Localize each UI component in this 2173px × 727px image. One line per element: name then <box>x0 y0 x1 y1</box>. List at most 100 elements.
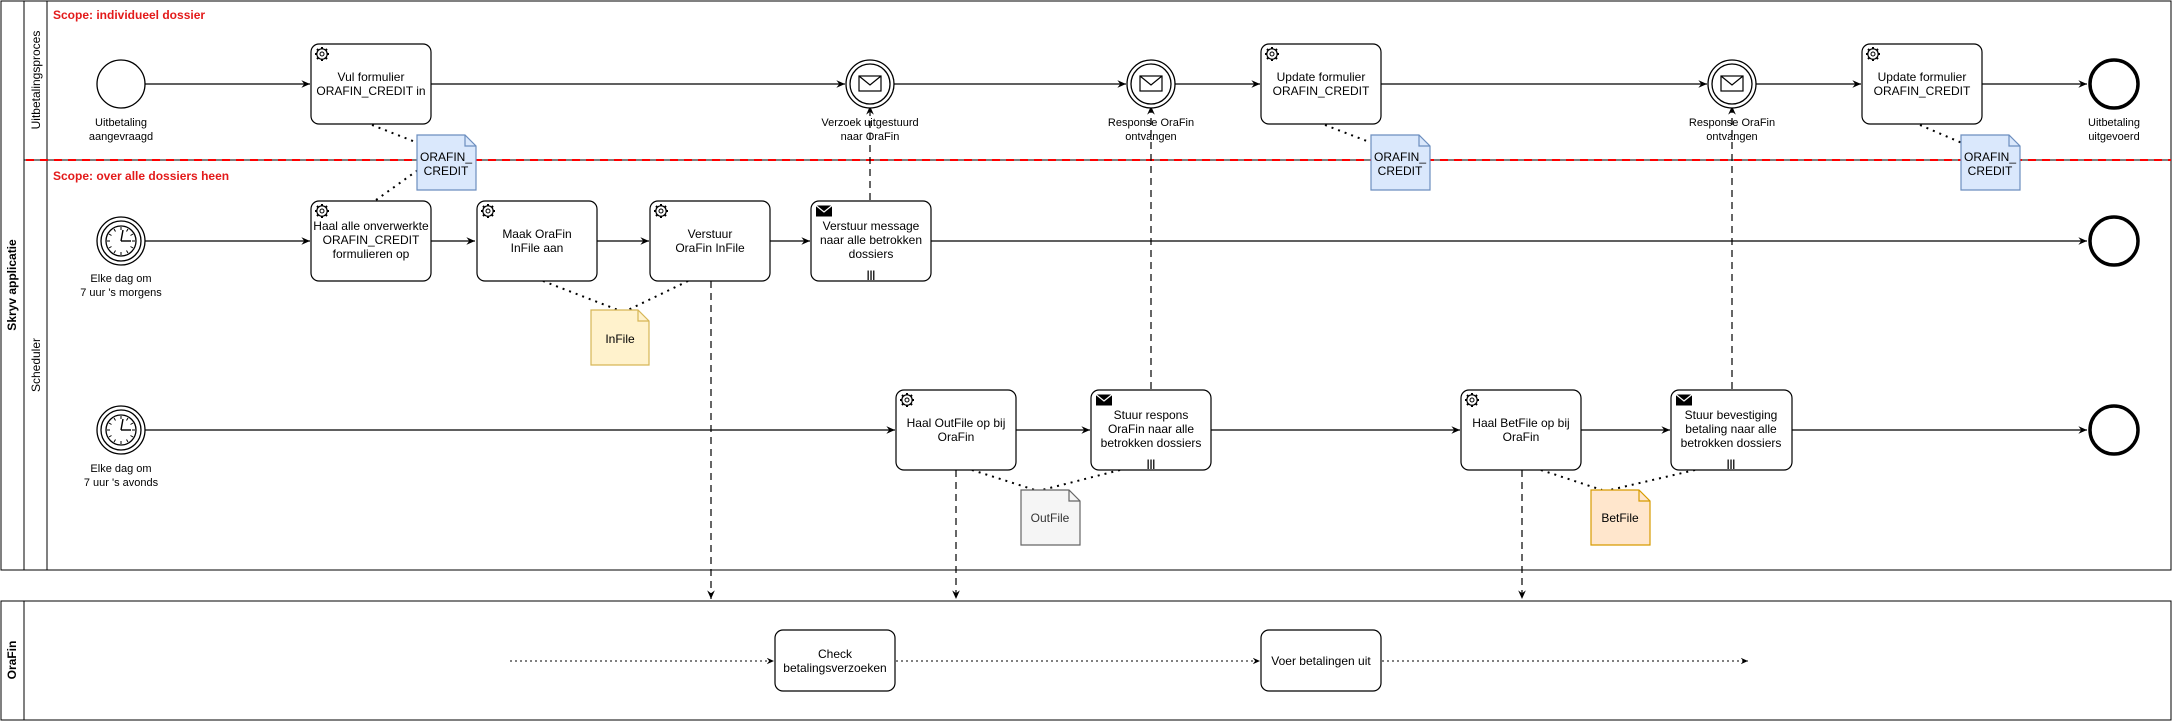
task-haal-alle[interactable]: Haal alle onverwerkte ORAFIN_CREDIT form… <box>310 200 432 282</box>
task-label: betaling naar alle <box>1685 422 1777 436</box>
multi-instance-marker: ||| <box>867 270 876 281</box>
data-object-label: ORAFIN_ <box>420 150 472 164</box>
task-label: Maak OraFin <box>502 227 571 241</box>
task-label: Vul formulier <box>338 70 405 84</box>
gear-icon <box>314 46 330 62</box>
data-object-orafin-credit-1[interactable]: ORAFIN_ CREDIT <box>416 134 477 191</box>
gear-icon <box>899 392 915 408</box>
task-label: ORAFIN_CREDIT in <box>316 84 425 98</box>
data-object-orafin-credit-3[interactable]: ORAFIN_ CREDIT <box>1960 134 2021 191</box>
data-associations <box>371 124 1963 491</box>
message-event-response-1[interactable] <box>1126 59 1176 109</box>
task-label: ORAFIN_CREDIT <box>1273 84 1370 98</box>
message-event-verzoek-label-2: naar OraFin <box>841 131 900 143</box>
task-haal-betfile[interactable]: Haal BetFile op bij OraFin <box>1460 389 1582 471</box>
message-event-response-2-label-1: Response OraFin <box>1689 117 1775 129</box>
scope-individueel-label: Scope: individueel dossier <box>53 8 205 22</box>
task-label: Haal OutFile op bij <box>907 416 1006 430</box>
task-verstuur-infile[interactable]: Verstuur OraFin InFile <box>649 200 771 282</box>
task-stuur-bevestiging[interactable]: Stuur bevestiging betaling naar alle bet… <box>1670 389 1793 471</box>
task-label: InFile aan <box>511 241 564 255</box>
data-object-orafin-credit-2[interactable]: ORAFIN_ CREDIT <box>1370 134 1431 191</box>
task-check-betalingsverzoeken[interactable]: Check betalingsverzoeken <box>774 629 896 692</box>
task-maak-infile[interactable]: Maak OraFin InFile aan <box>476 200 598 282</box>
end-event-morning[interactable] <box>2088 215 2140 267</box>
multi-instance-marker: ||| <box>1727 459 1736 470</box>
envelope-icon <box>858 75 882 92</box>
task-label: naar alle betrokken <box>820 233 922 247</box>
start-event-uitbetaling-label-2: aangevraagd <box>89 131 153 143</box>
message-event-response-2-label-2: ontvangen <box>1706 131 1757 143</box>
task-label: betrokken dossiers <box>1101 436 1202 450</box>
task-label: Stuur bevestiging <box>1685 408 1778 422</box>
data-object-label: ORAFIN_ <box>1374 150 1426 164</box>
task-label: Haal alle onverwerkte <box>313 219 429 233</box>
task-label: OraFin <box>938 430 975 444</box>
task-label: formulieren op <box>333 247 410 261</box>
data-object-label: OutFile <box>1031 511 1070 525</box>
end-event-uitbetaling-label-1: Uitbetaling <box>2088 117 2140 129</box>
task-update-formulier-1[interactable]: Update formulier ORAFIN_CREDIT <box>1260 43 1382 125</box>
task-verstuur-message[interactable]: Verstuur message naar alle betrokken dos… <box>810 200 932 282</box>
task-label: Haal BetFile op bij <box>1472 416 1569 430</box>
task-label: Check <box>818 647 853 661</box>
data-object-label: CREDIT <box>424 164 469 178</box>
timer-event-evening-label-1: Elke dag om <box>90 463 151 475</box>
sequence-flows <box>145 80 2087 434</box>
data-object-label: CREDIT <box>1968 164 2013 178</box>
task-label: betrokken dossiers <box>1681 436 1782 450</box>
gear-icon <box>1464 392 1480 408</box>
gear-icon <box>1264 46 1280 62</box>
gear-icon <box>314 203 330 219</box>
task-update-formulier-2[interactable]: Update formulier ORAFIN_CREDIT <box>1861 43 1983 125</box>
timer-event-morning-label-2: 7 uur 's morgens <box>80 287 162 299</box>
message-event-verzoek[interactable] <box>845 59 895 109</box>
task-voer-betalingen-uit[interactable]: Voer betalingen uit <box>1260 629 1382 692</box>
start-event-uitbetaling-label-1: Uitbetaling <box>95 117 147 129</box>
task-label: OraFin InFile <box>675 241 745 255</box>
clock-icon <box>105 414 137 446</box>
task-label: OraFin naar alle <box>1108 422 1194 436</box>
message-event-verzoek-label-1: Verzoek uitgestuurd <box>821 117 918 129</box>
task-label: betalingsverzoeken <box>783 661 886 675</box>
data-object-infile[interactable]: InFile <box>590 309 650 366</box>
task-label: dossiers <box>849 247 894 261</box>
task-label: ORAFIN_CREDIT <box>323 233 420 247</box>
pool-skryv-label: Skryv applicatie <box>5 239 19 331</box>
task-label: Verstuur <box>688 227 733 241</box>
start-event-uitbetaling[interactable] <box>96 59 146 109</box>
task-label: Verstuur message <box>823 219 920 233</box>
gear-icon <box>480 203 496 219</box>
data-object-betfile[interactable]: BetFile <box>1590 489 1651 546</box>
clock-icon <box>105 225 137 257</box>
task-haal-outfile[interactable]: Haal OutFile op bij OraFin <box>895 389 1017 471</box>
task-label: Voer betalingen uit <box>1271 654 1371 668</box>
data-object-outfile[interactable]: OutFile <box>1020 489 1081 546</box>
lane-scheduler-label: Scheduler <box>29 338 43 392</box>
gear-icon <box>653 203 669 219</box>
data-object-label: InFile <box>605 332 635 346</box>
timer-event-evening[interactable] <box>96 405 146 455</box>
send-envelope-icon <box>815 204 833 218</box>
end-event-uitbetaling-label-2: uitgevoerd <box>2088 131 2139 143</box>
multi-instance-marker: ||| <box>1147 459 1156 470</box>
task-label: Update formulier <box>1878 70 1967 84</box>
timer-event-morning-label-1: Elke dag om <box>90 273 151 285</box>
task-vul-formulier[interactable]: Vul formulier ORAFIN_CREDIT in <box>310 43 432 125</box>
timer-event-evening-label-2: 7 uur 's avonds <box>84 477 159 489</box>
envelope-icon <box>1720 75 1744 92</box>
send-envelope-icon <box>1675 393 1693 407</box>
message-event-response-1-label-1: Response OraFin <box>1108 117 1194 129</box>
end-event-uitbetaling[interactable] <box>2088 58 2140 110</box>
timer-event-morning[interactable] <box>96 216 146 266</box>
task-stuur-respons[interactable]: Stuur respons OraFin naar alle betrokken… <box>1090 389 1212 471</box>
lane-uitbetaling-label: Uitbetalingsproces <box>29 31 43 130</box>
pool-orafin-label: OraFin <box>5 641 19 680</box>
end-event-evening[interactable] <box>2088 404 2140 456</box>
scope-alle-label: Scope: over alle dossiers heen <box>53 169 229 183</box>
message-event-response-2[interactable] <box>1707 59 1757 109</box>
task-label: Update formulier <box>1277 70 1366 84</box>
task-label: Stuur respons <box>1114 408 1189 422</box>
send-envelope-icon <box>1095 393 1113 407</box>
